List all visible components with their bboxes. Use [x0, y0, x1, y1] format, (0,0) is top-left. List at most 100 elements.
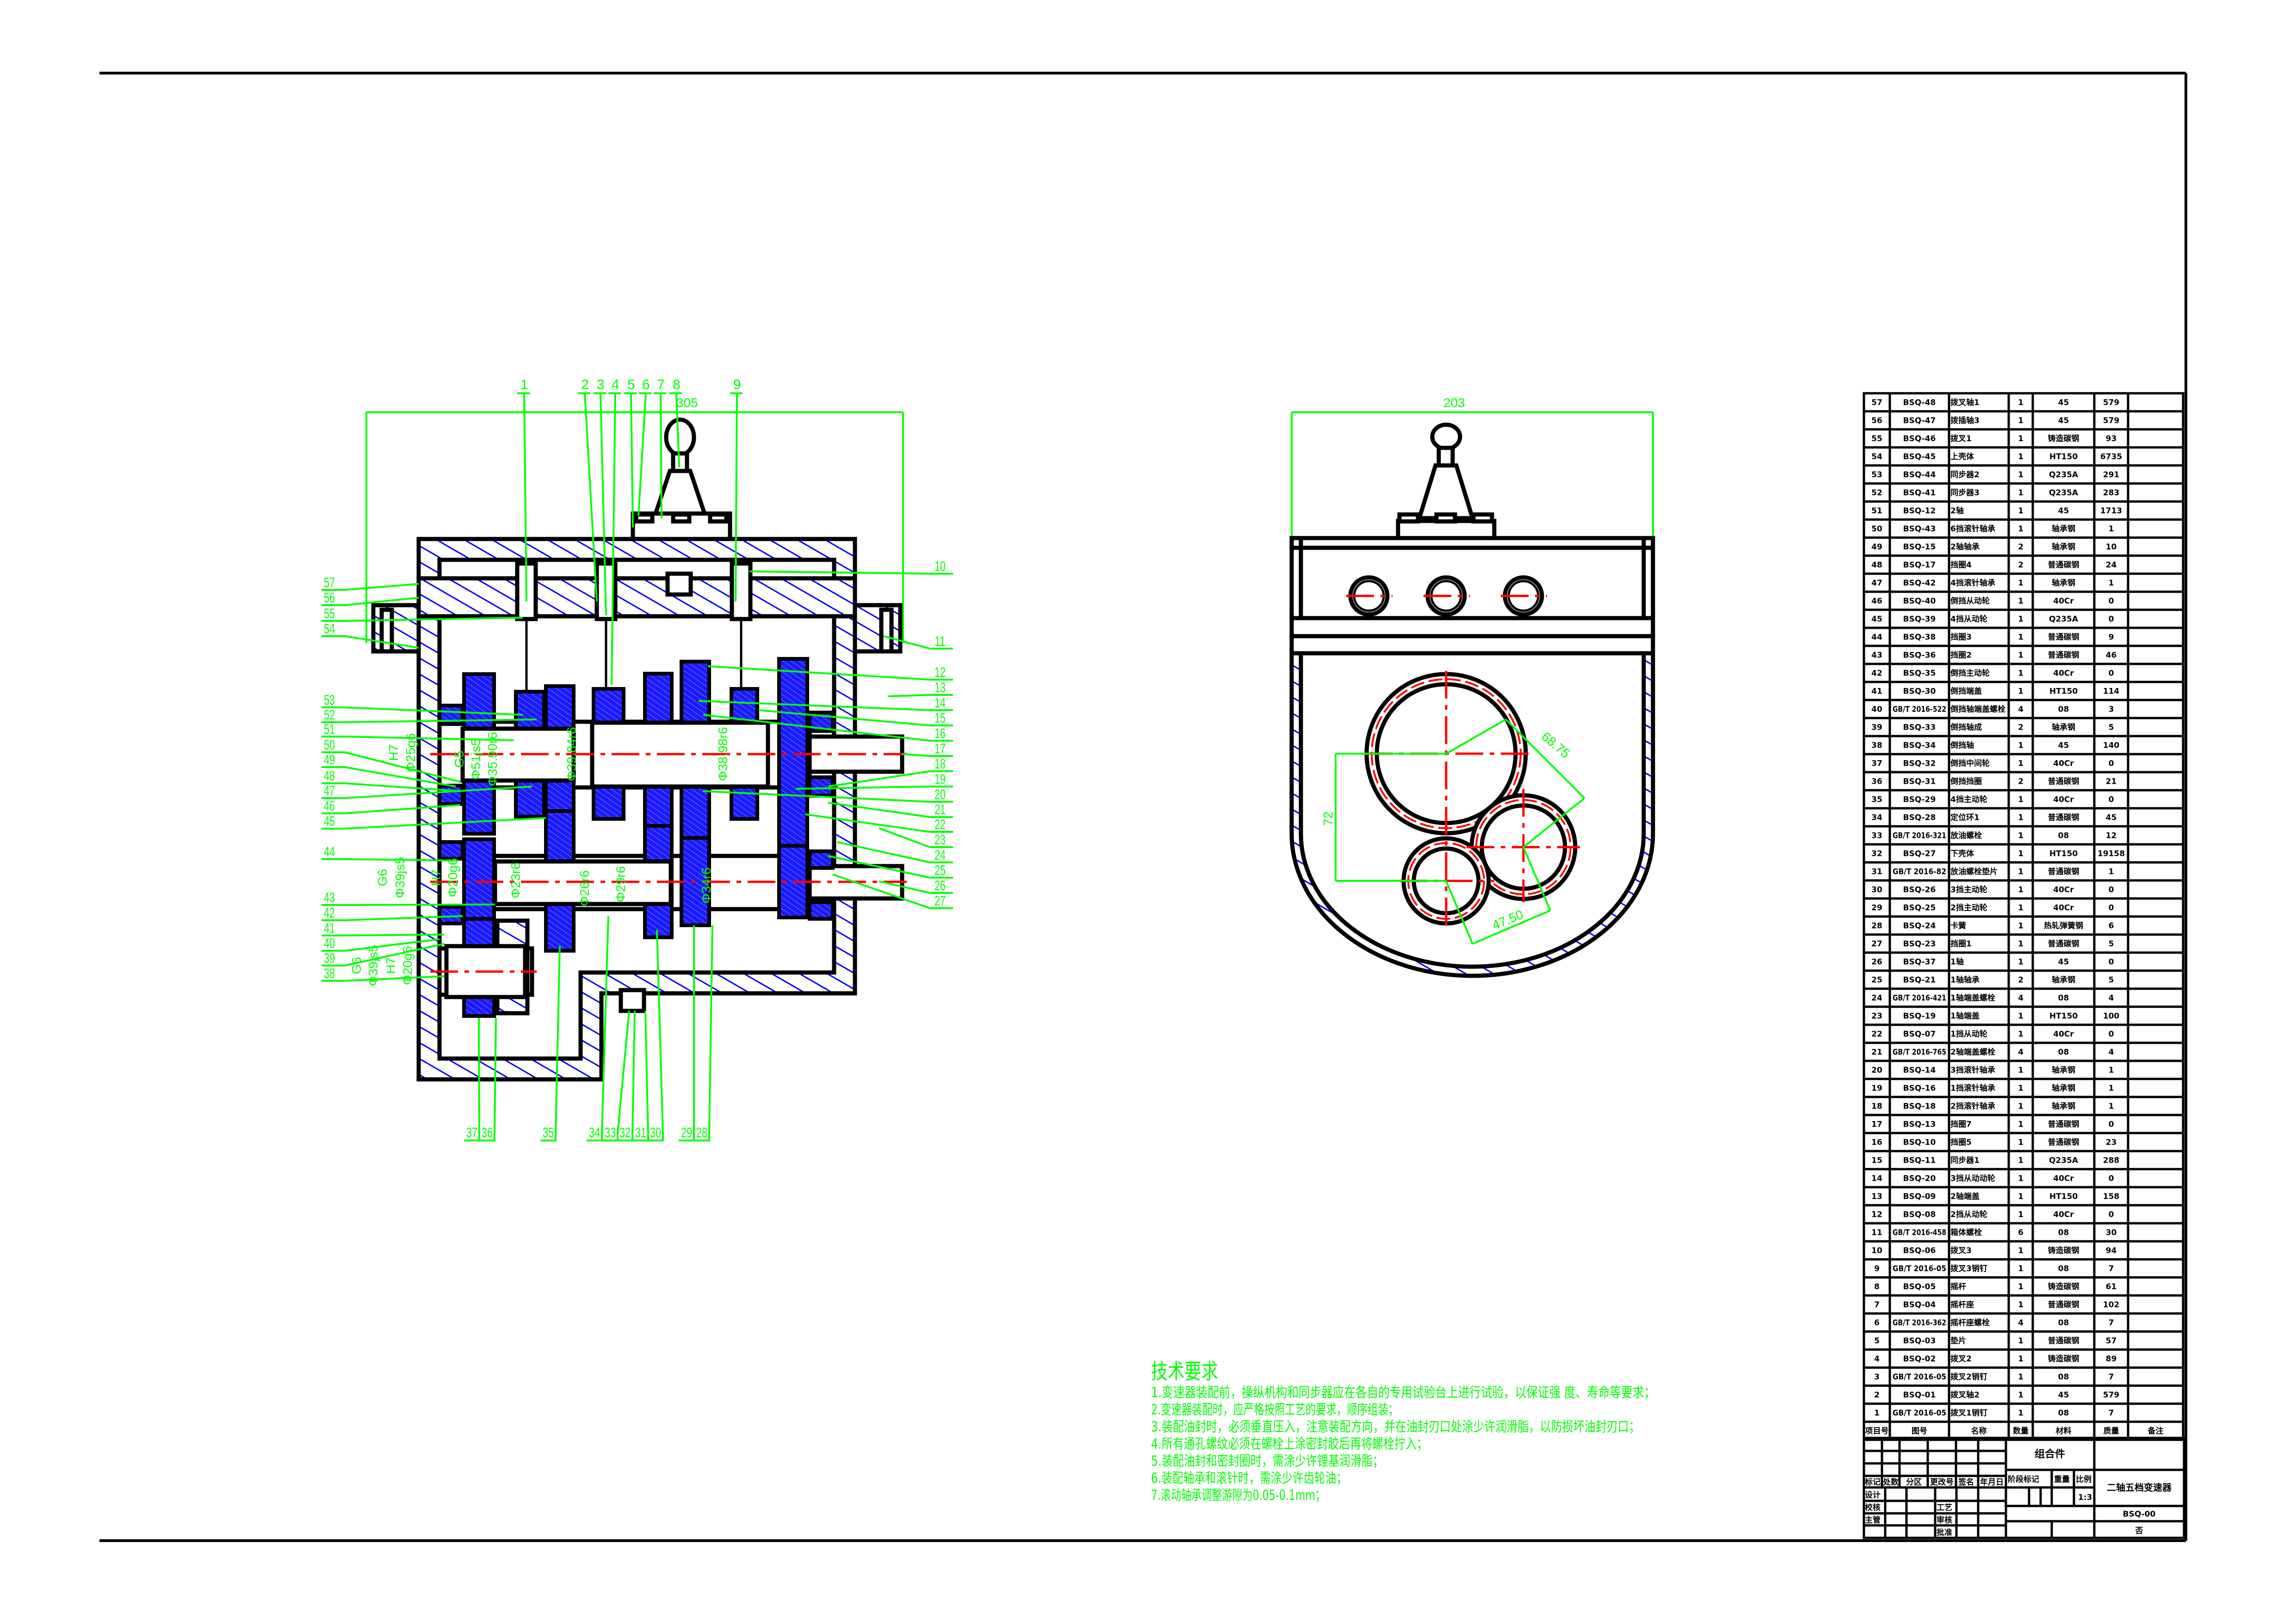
bom-cell: 倒挡挡圈	[1950, 777, 1982, 787]
bom-cell: 轴承钢	[2052, 524, 2075, 534]
bom-cell: 1轴端盖	[1950, 1011, 1980, 1021]
part-balloon: 26	[879, 878, 953, 894]
bom-cell: 1	[2018, 1282, 2024, 1292]
bom-cell: 283	[2103, 489, 2120, 498]
bom-cell: BSQ-20	[1903, 1174, 1936, 1183]
bom-header-cell: 项目号	[1865, 1427, 1889, 1436]
bom-cell: 0	[2109, 958, 2114, 967]
bom-cell: 0	[2109, 669, 2114, 678]
bom-cell: 08	[2058, 705, 2069, 714]
bom-cell: 1	[2109, 1084, 2114, 1093]
bom-cell: 4挡主动轮	[1950, 795, 1987, 805]
bom-cell: BSQ-13	[1903, 1120, 1936, 1129]
tech-req-item: 3.装配油封时，必须垂直压入，注意装配方向，并在油封刃口处涂少许润滑脂，以防损坏…	[1151, 1419, 1640, 1435]
bom-cell: 0	[2109, 904, 2114, 913]
bom-cell: 34	[1871, 813, 1882, 823]
fit-annotation: Φ26r6	[577, 870, 592, 906]
bom-cell: 2	[1874, 1391, 1880, 1400]
bom-cell: 1713	[2100, 507, 2122, 516]
bom-cell: 普通碳钢	[2048, 650, 2079, 660]
title-block: 标记 处数 分区 更改号 签名 年月日 设计 校核 主管 工艺 审核 批准 组合…	[1863, 1437, 2185, 1539]
part-balloon: 11	[883, 634, 953, 650]
bom-cell: BSQ-45	[1903, 452, 1936, 462]
bom-cell: Q235A	[2049, 471, 2079, 480]
bom-cell: 1	[2018, 1337, 2024, 1346]
bom-cell: BSQ-37	[1903, 958, 1936, 967]
bom-cell: 08	[2058, 1264, 2069, 1274]
bom-cell: 1	[2018, 958, 2024, 967]
bom-cell: 倒挡中间轮	[1950, 759, 1990, 768]
bom-cell: 1	[2018, 489, 2024, 498]
bom-cell: 08	[2058, 1048, 2069, 1057]
fit-annotation: Φ38.98r6	[716, 727, 730, 781]
bom-cell: GB/T 2016-05	[1893, 1264, 1946, 1274]
bom-cell: 放油螺栓	[1950, 831, 1982, 841]
bom-cell: BSQ-15	[1903, 543, 1936, 552]
bom-cell: 45	[1871, 615, 1882, 624]
rev-header: 处数	[1882, 1477, 1899, 1487]
bom-cell: 上壳体	[1950, 452, 1974, 462]
bom-header-cell: 质量	[2104, 1426, 2119, 1436]
balloon-number: 53	[324, 693, 335, 708]
balloon-number: 13	[934, 680, 946, 695]
part-balloon: 57	[322, 575, 419, 591]
bom-cell: 轴承钢	[2052, 1102, 2075, 1111]
bom-cell: 50	[1871, 525, 1882, 534]
bom-cell: 轴承钢	[2052, 975, 2075, 985]
bom-cell: BSQ-11	[1903, 1156, 1936, 1165]
bom-cell: 热轧弹簧钢	[2044, 921, 2083, 931]
bom-cell: GB/T 2016-765	[1893, 1048, 1946, 1057]
bom-cell: 1	[2018, 633, 2024, 642]
bom-header-row: 项目号图号名称数量材料质量备注	[1865, 1426, 2164, 1436]
bom-cell: BSQ-16	[1903, 1084, 1936, 1093]
bom-cell: 1	[2018, 1373, 2024, 1382]
bom-cell: HT150	[2049, 1192, 2078, 1202]
bom-cell: BSQ-09	[1903, 1192, 1936, 1202]
tech-req-title: 技术要求	[1151, 1359, 1218, 1384]
balloon-number: 27	[934, 893, 946, 909]
tech-req-item: 4.所有通孔螺纹必须在螺栓上涂密封胶后再将螺栓拧入；	[1151, 1436, 1428, 1452]
part-balloon: 12	[707, 665, 953, 681]
fit-annotation: H7	[429, 869, 443, 886]
bom-cell: 36	[1871, 777, 1882, 787]
bom-cell: 25	[1871, 976, 1882, 985]
bom-cell: 1	[2018, 1409, 2024, 1418]
scale-label: 比例	[2076, 1474, 2092, 1484]
bom-cell: 40Cr	[2053, 1174, 2074, 1183]
rev-header: 更改号	[1930, 1477, 1954, 1487]
bom-cell: 7	[2109, 1319, 2114, 1328]
bom-cell: 49	[1871, 543, 1882, 552]
bom-cell: 0	[2109, 759, 2114, 768]
part-balloon: 18	[828, 756, 953, 787]
bearings	[438, 704, 835, 925]
balloon-number: 25	[934, 863, 946, 878]
bom-cell: 倒挡轴成	[1950, 723, 1982, 732]
shift-lever	[631, 417, 732, 541]
fit-annotation: Φ39js5	[393, 857, 407, 898]
balloon-number: 3	[597, 377, 605, 392]
bom-header-cell: 材料	[2056, 1426, 2072, 1436]
tech-req-item: 1.变速器装配前，操纵机构和同步器应在各自的专用试验台上进行试验，以保证强 度、…	[1151, 1385, 1655, 1401]
bom-cell: 114	[2103, 687, 2120, 696]
bom-cell: 46	[1871, 597, 1882, 606]
bom-cell: 45	[2106, 813, 2117, 823]
bom-cell: GB/T 2016-05	[1893, 1373, 1946, 1382]
bom-cell: BSQ-29	[1903, 795, 1936, 805]
bom-cell: 27	[1871, 940, 1882, 949]
balloon-number: 1	[520, 377, 528, 392]
bom-cell: 2轴轴承	[1950, 542, 1980, 552]
bom-cell: 拨叉2销钉	[1950, 1372, 1987, 1382]
